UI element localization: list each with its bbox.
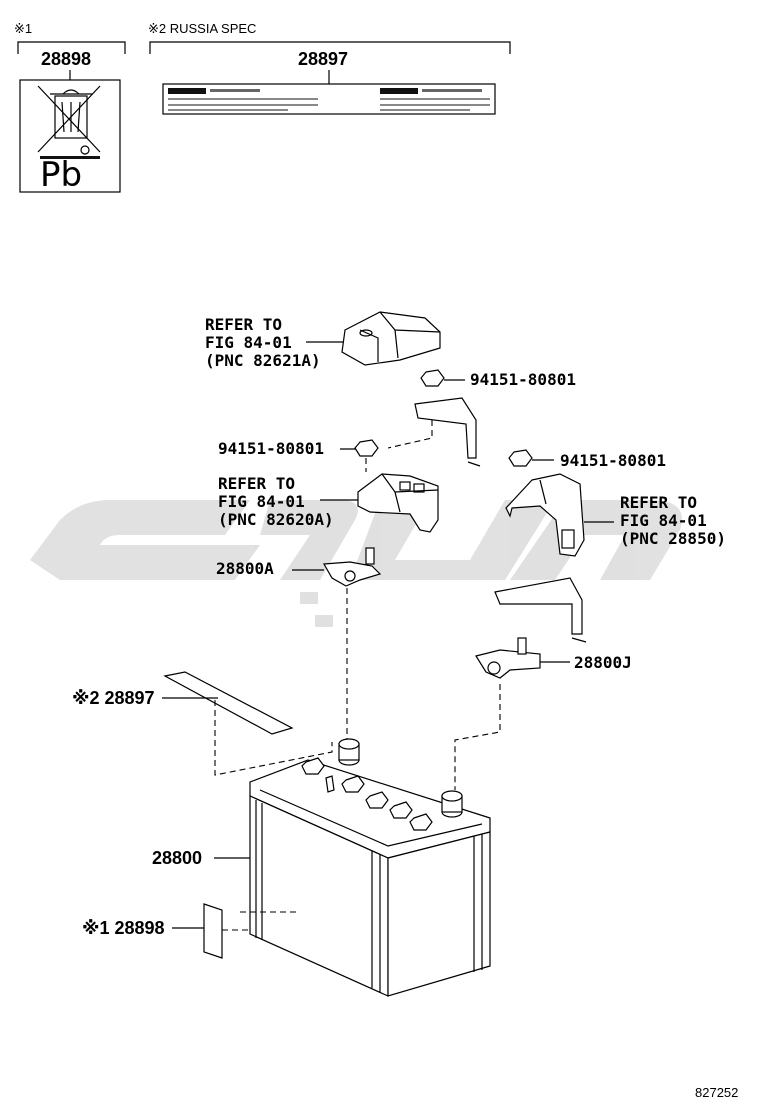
battery-part-number: 28800 — [152, 848, 202, 868]
battery-vent-caps — [301, 757, 433, 831]
refer-82621a-callout: REFER TO FIG 84-01 (PNC 82621A) — [205, 315, 344, 370]
clamp-j-part-number: 28800J — [574, 653, 632, 672]
crossed-bin-icon — [37, 85, 101, 159]
note1-bracket: ※1 28898 Pb — [14, 21, 126, 195]
diagram-id: 827252 — [695, 1085, 738, 1100]
pb-recycle-label: Pb — [19, 79, 121, 195]
label2-part-number: 28897 — [298, 49, 348, 69]
battery-terminal-negative — [338, 738, 360, 766]
nut-top-part-number: 94151-80801 — [470, 370, 576, 389]
refer-82620a-line1: REFER TO — [218, 474, 295, 493]
clamp-a-part: 28800A — [216, 547, 382, 740]
relay-block-part — [357, 473, 439, 533]
note1-header: ※1 — [14, 21, 32, 36]
refer-82621a-line3: (PNC 82621A) — [205, 351, 321, 370]
nut-right-part-number: 94151-80801 — [560, 451, 666, 470]
refer-28850-callout: REFER TO FIG 84-01 (PNC 28850) — [620, 493, 726, 548]
battery-terminal-positive — [441, 790, 463, 818]
refer-82621a-line1: REFER TO — [205, 315, 282, 334]
fusible-link-part — [505, 473, 614, 557]
nut-right: 94151-80801 — [508, 449, 666, 470]
clamp-j-part: 28800J — [454, 637, 632, 790]
watermark — [30, 500, 682, 627]
refer-82620a-callout: REFER TO FIG 84-01 (PNC 82620A) — [218, 474, 358, 529]
refer-28850-line1: REFER TO — [620, 493, 697, 512]
russia-sticker-part-number: ※2 28897 — [72, 688, 155, 708]
russia-warning-label — [162, 83, 496, 115]
pb-sticker-part-number: ※1 28898 — [82, 918, 165, 938]
refer-28850-line2: FIG 84-01 — [620, 511, 707, 530]
lower-strap — [494, 577, 587, 643]
refer-82620a-line2: FIG 84-01 — [218, 492, 305, 511]
label1-part-number: 28898 — [41, 49, 91, 69]
refer-28850-line3: (PNC 28850) — [620, 529, 726, 548]
note2-bracket: ※2 RUSSIA SPEC 28897 — [148, 21, 511, 115]
fuse-cover-part — [341, 311, 441, 366]
nut-left: 94151-80801 — [218, 439, 379, 472]
bracket-strap — [387, 397, 481, 467]
note2-header: ※2 RUSSIA SPEC — [148, 21, 256, 36]
refer-82620a-line3: (PNC 82620A) — [218, 510, 334, 529]
battery-part — [240, 738, 491, 997]
nut-top: 94151-80801 — [420, 369, 576, 389]
pb-text: Pb — [40, 155, 82, 195]
russia-sticker-part: ※2 28897 — [72, 671, 333, 776]
nut-left-part-number: 94151-80801 — [218, 439, 324, 458]
battery-callout: 28800 — [152, 848, 250, 868]
pb-sticker-part: ※1 28898 — [82, 903, 248, 959]
refer-82621a-line2: FIG 84-01 — [205, 333, 292, 352]
clamp-a-part-number: 28800A — [216, 559, 274, 578]
